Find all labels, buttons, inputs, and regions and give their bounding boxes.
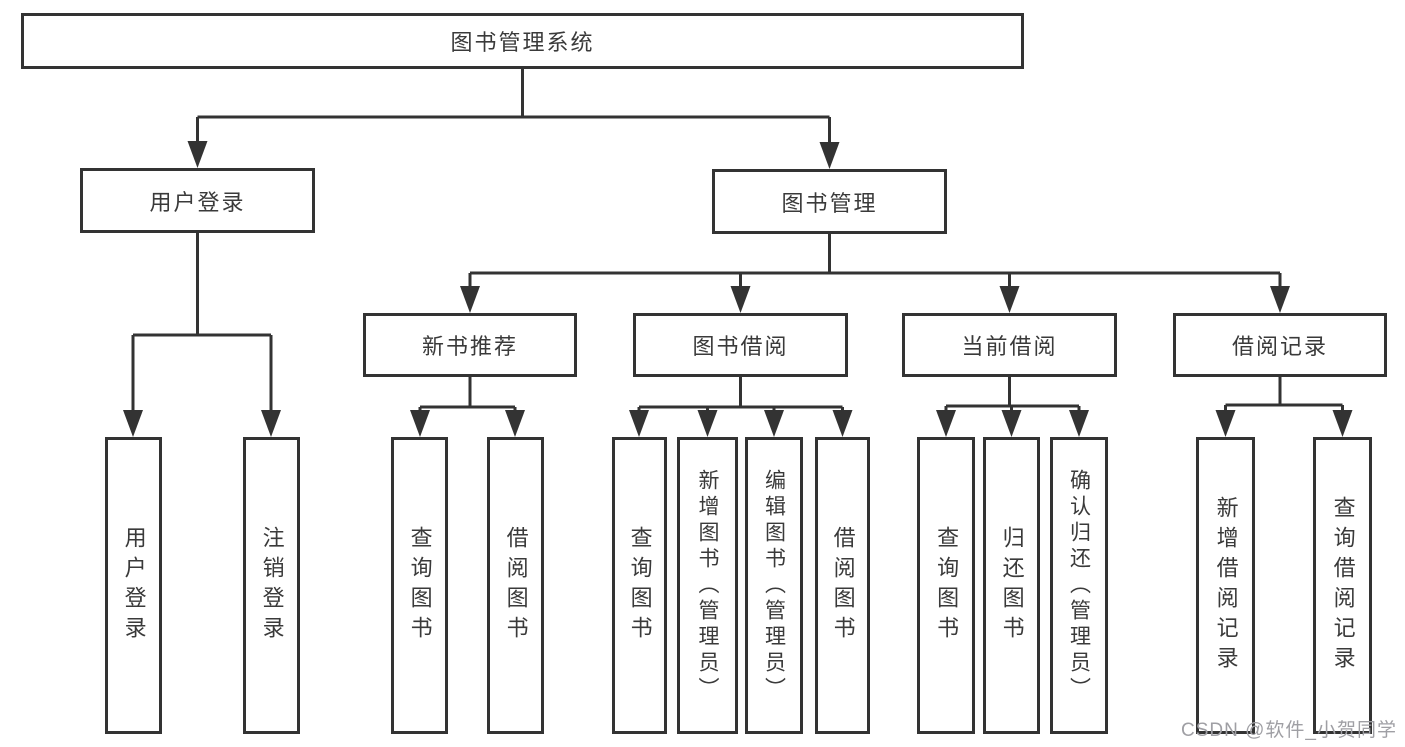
leaf-label: 查询借阅记录 xyxy=(1330,495,1356,676)
connector-new-book-rec-split xyxy=(418,376,517,420)
node-leaf-logout: 注销登录 xyxy=(243,437,300,734)
leaf-label: 借阅图书 xyxy=(503,525,529,646)
arrowhead-rec-query-book xyxy=(410,410,430,437)
node-bb-query-book: 查询图书 xyxy=(612,437,667,734)
node-rec-query-book: 查询图书 xyxy=(391,437,448,734)
node-cb-confirm-return: 确认归还（管理员） xyxy=(1050,437,1108,734)
connector-book-borrow-split xyxy=(637,376,844,420)
leaf-label: 借阅图书 xyxy=(830,525,856,646)
arrowhead-book-mgmt xyxy=(819,142,840,169)
csdn-watermark: CSDN @软件_小贺同学 xyxy=(1181,720,1397,741)
leaf-label: 查询图书 xyxy=(934,525,960,646)
connector-current-borrow-split xyxy=(944,376,1081,420)
arrowhead-current-borrow xyxy=(999,286,1020,313)
connector-user-login-split xyxy=(131,232,273,418)
node-cb-return-book: 归还图书 xyxy=(983,437,1040,734)
arrowhead-leaf-user-login xyxy=(123,410,143,437)
arrowhead-br-add-record xyxy=(1215,410,1236,437)
node-new-book-rec: 新书推荐 xyxy=(363,313,577,377)
arrowhead-bb-add-book xyxy=(697,410,718,437)
node-rec-borrow-book: 借阅图书 xyxy=(487,437,544,734)
leaf-label: 归还图书 xyxy=(999,525,1025,646)
arrowhead-bb-query-book xyxy=(629,410,649,437)
node-br-query-record: 查询借阅记录 xyxy=(1313,437,1372,734)
connector-borrow-records-split xyxy=(1224,376,1344,420)
leaf-label: 新增借阅记录 xyxy=(1213,495,1239,676)
arrowhead-new-book-rec xyxy=(460,286,480,313)
arrowhead-cb-return-book xyxy=(1001,410,1022,437)
node-root: 图书管理系统 xyxy=(21,13,1024,69)
leaf-label: 注销登录 xyxy=(259,525,285,646)
node-br-add-record: 新增借阅记录 xyxy=(1196,437,1255,734)
connector-root-split xyxy=(196,69,831,150)
leaf-label: 用户登录 xyxy=(121,525,147,646)
leaf-label: 新增图书（管理员） xyxy=(696,468,720,703)
node-bb-borrow-book: 借阅图书 xyxy=(815,437,870,734)
arrowhead-borrow-records xyxy=(1270,286,1290,313)
leaf-label: 查询图书 xyxy=(407,525,433,646)
arrowhead-cb-confirm-return xyxy=(1069,410,1089,437)
leaf-label: 编辑图书（管理员） xyxy=(762,468,786,703)
arrowhead-br-query-record xyxy=(1332,410,1353,437)
leaf-label: 查询图书 xyxy=(627,525,653,646)
arrowhead-user-login xyxy=(187,141,208,168)
node-bb-add-book: 新增图书（管理员） xyxy=(677,437,738,734)
node-bb-edit-book: 编辑图书（管理员） xyxy=(745,437,803,734)
arrowhead-bb-borrow-book xyxy=(832,410,853,437)
arrowhead-cb-query-book xyxy=(936,410,956,437)
node-cb-query-book: 查询图书 xyxy=(917,437,975,734)
node-borrow-records: 借阅记录 xyxy=(1173,313,1387,377)
node-book-borrow: 图书借阅 xyxy=(633,313,848,377)
leaf-label: 确认归还（管理员） xyxy=(1067,468,1091,703)
node-user-login: 用户登录 xyxy=(80,168,315,233)
node-leaf-user-login: 用户登录 xyxy=(105,437,162,734)
arrowhead-bb-edit-book xyxy=(764,410,784,437)
arrowhead-book-borrow xyxy=(730,286,751,313)
arrowhead-leaf-logout xyxy=(261,410,281,437)
arrowhead-rec-borrow-book xyxy=(505,410,525,437)
connector-book-mgmt-split xyxy=(468,233,1282,295)
node-current-borrow: 当前借阅 xyxy=(902,313,1117,377)
node-book-mgmt: 图书管理 xyxy=(712,169,947,234)
